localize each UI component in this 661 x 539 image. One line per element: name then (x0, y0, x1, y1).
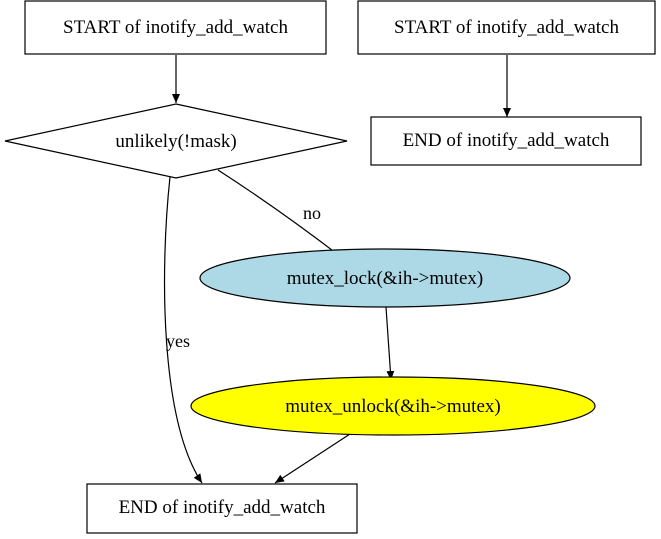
node-mutex-lock-label: mutex_lock(&ih->mutex) (287, 268, 483, 289)
edge-lock-to-unlock (385, 306, 395, 381)
node-end-left-label: END of inotify_add_watch (119, 497, 326, 518)
node-mutex-unlock: mutex_unlock(&ih->mutex) (190, 376, 596, 436)
edge-no (217, 169, 346, 261)
node-start-left-label: START of inotify_add_watch (63, 17, 288, 38)
node-mutex-lock: mutex_lock(&ih->mutex) (199, 248, 571, 308)
edge-unlock-to-end-left (274, 433, 351, 484)
node-end-right: END of inotify_add_watch (370, 116, 642, 166)
node-decision: unlikely(!mask) (4, 103, 348, 179)
edges (163, 55, 511, 484)
edge-label-yes: yes (166, 331, 190, 351)
node-start-right-label: START of inotify_add_watch (394, 17, 619, 38)
node-start-right: START of inotify_add_watch (357, 0, 656, 55)
node-decision-label: unlikely(!mask) (115, 131, 236, 152)
edge-yes (163, 176, 203, 484)
node-end-right-label: END of inotify_add_watch (403, 130, 610, 151)
edge-label-no: no (303, 203, 321, 223)
node-mutex-unlock-label: mutex_unlock(&ih->mutex) (285, 396, 500, 417)
node-start-left: START of inotify_add_watch (24, 0, 327, 55)
node-end-left: END of inotify_add_watch (86, 483, 358, 534)
